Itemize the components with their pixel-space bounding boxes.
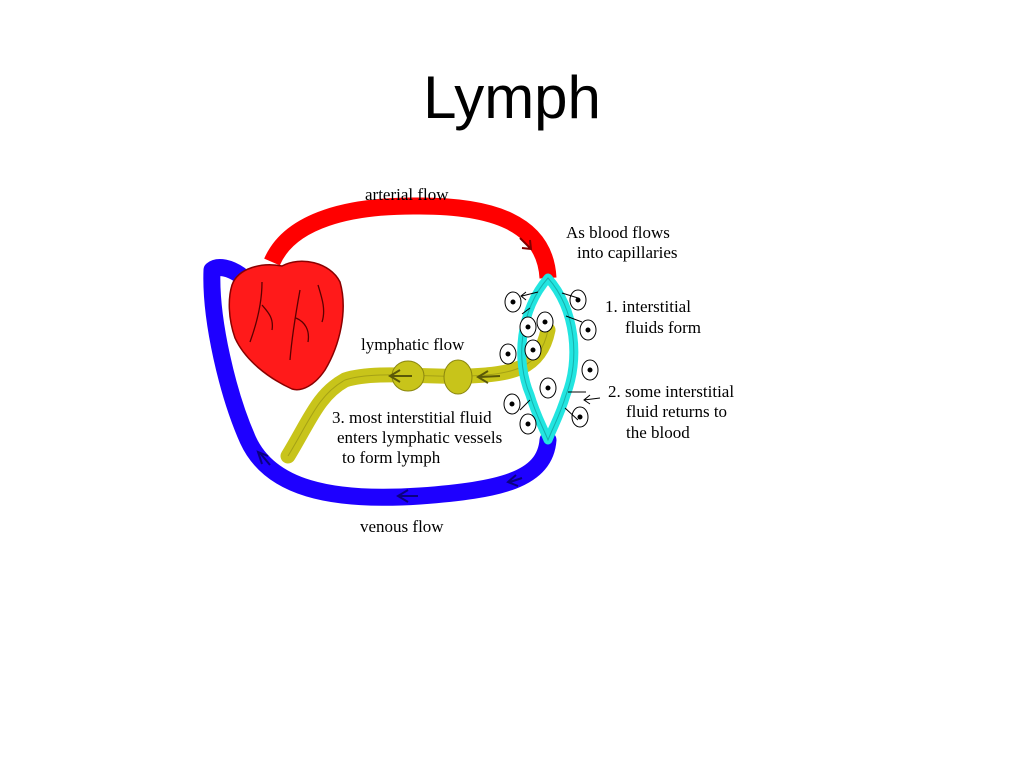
slide-title: Lymph (423, 64, 601, 131)
capillary-bed-edge (521, 277, 575, 442)
venous-flow-arrow-3 (506, 474, 523, 487)
label-step2-line1: 2. some interstitial (608, 382, 734, 401)
lymphatic-flow-arrow (388, 369, 412, 383)
venous-flow-arrow (396, 489, 418, 503)
tissue-cells (499, 289, 599, 435)
label-lymphatic-flow: lymphatic flow (361, 335, 465, 354)
venous-flow-arrow-2 (256, 450, 271, 466)
label-step1-line1: 1. interstitial (605, 297, 691, 316)
heart-vessels (249, 281, 325, 361)
arterial-flow-arrow (519, 237, 533, 251)
label-step2-line2: fluid returns to (626, 402, 727, 421)
arterial-vessel (264, 197, 557, 279)
label-step3-line2: enters lymphatic vessels (337, 428, 502, 447)
lymphatic-flow-arrow-2 (476, 370, 501, 384)
label-into-capillaries: into capillaries (577, 243, 678, 262)
label-step3-line3: to form lymph (342, 448, 441, 467)
label-step2-line3: the blood (626, 423, 690, 442)
label-arterial-flow: arterial flow (365, 185, 449, 204)
heart (228, 260, 344, 391)
label-step1-line2: fluids form (625, 318, 701, 337)
label-as-blood-flows: As blood flows (566, 223, 670, 242)
interstitial-fluid-arrows (519, 291, 601, 421)
label-step3-line1: 3. most interstitial fluid (332, 408, 492, 427)
lymph-node-2 (443, 359, 473, 395)
label-venous-flow: venous flow (360, 517, 444, 536)
